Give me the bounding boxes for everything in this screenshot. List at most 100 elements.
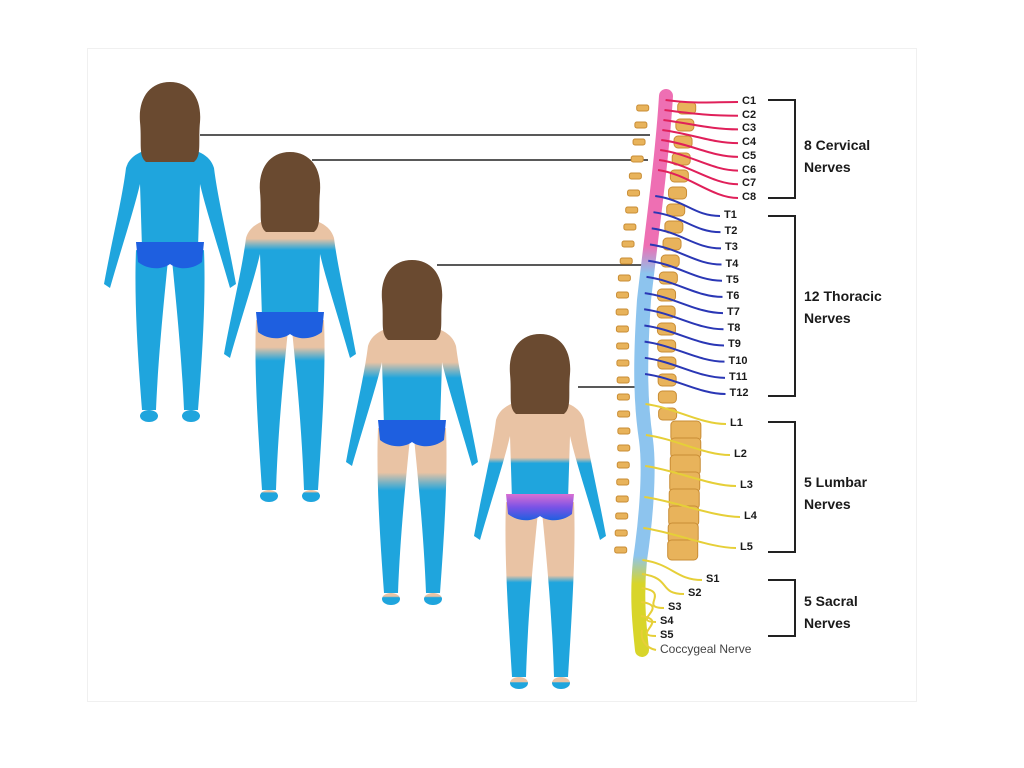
- nerve-label-l2: L2: [734, 448, 747, 460]
- spinous-process: [623, 223, 637, 231]
- group-label-thoracic: 12 Thoracic Nerves: [804, 285, 882, 329]
- nerve-root-t2: [653, 211, 721, 234]
- nerve-label-c2: C2: [742, 108, 757, 121]
- nerve-label-s4: S4: [660, 615, 674, 627]
- group-label-thoracic-line1: 12 Thoracic: [804, 288, 882, 304]
- spinous-process: [617, 274, 631, 282]
- spinous-process: [615, 495, 629, 503]
- spinous-process: [615, 325, 629, 333]
- vertebra: [657, 390, 677, 404]
- figure-lumbar-injury: [474, 334, 606, 689]
- nerve-root-c1: [665, 99, 739, 104]
- nerve-label-c5: C5: [742, 149, 757, 162]
- bracket-sacral: [768, 579, 796, 637]
- spinous-process: [614, 546, 628, 554]
- nerve-root-s5: [640, 615, 657, 637]
- injury-level-pointers: [200, 134, 650, 388]
- nerve-label-t10: T10: [728, 354, 748, 367]
- nerve-label-l4: L4: [744, 510, 757, 522]
- nerve-root-s1: [642, 559, 703, 581]
- nerve-label-s3: S3: [668, 601, 682, 613]
- nerve-root-t11: [644, 356, 726, 379]
- nerve-root-c7: [658, 159, 739, 186]
- figure-upper-thoracic-injury: [224, 152, 356, 502]
- nerve-label-c1: C1: [742, 95, 757, 107]
- vertebra: [667, 539, 699, 561]
- group-label-sacral-line1: 5 Sacral: [804, 593, 858, 609]
- nerve-root-c8: [657, 169, 739, 199]
- nerve-root-t3: [651, 227, 722, 250]
- nerve-label-c8: C8: [742, 191, 757, 203]
- nerve-root-t6: [646, 275, 723, 298]
- nerve-root-c3: [663, 119, 739, 131]
- nerve-root-t9: [644, 324, 725, 347]
- group-label-sacral-line2: Nerves: [804, 615, 851, 631]
- spinous-process: [632, 138, 646, 146]
- spinous-process: [619, 257, 633, 265]
- nerve-root-t4: [649, 243, 722, 266]
- nerve-label-c4: C4: [742, 136, 757, 149]
- nerve-root-l5: [643, 527, 737, 549]
- spinous-process: [616, 376, 630, 384]
- group-label-thoracic-line2: Nerves: [804, 310, 851, 326]
- nerve-label-t7: T7: [727, 306, 740, 319]
- spinous-process: [616, 342, 630, 350]
- spinous-process: [625, 206, 639, 214]
- nerve-label-l1: L1: [730, 417, 743, 429]
- nerve-label-t5: T5: [726, 273, 739, 286]
- nerve-root-s2: [641, 573, 685, 595]
- nerve-root-t5: [648, 259, 723, 282]
- nerve-label-t2: T2: [724, 225, 738, 238]
- diagram-frame: [87, 48, 917, 702]
- spinous-process: [615, 308, 629, 316]
- spinous-process: [634, 121, 648, 129]
- spinous-process: [636, 104, 650, 112]
- vertebra: [668, 186, 688, 200]
- nerve-label-s2: S2: [688, 587, 702, 599]
- nerve-root-s4: [641, 601, 657, 623]
- bracket-thoracic: [768, 215, 796, 397]
- nerve-root-t8: [643, 308, 724, 331]
- group-label-cervical-line2: Nerves: [804, 159, 851, 175]
- group-label-lumbar-line1: 5 Lumbar: [804, 474, 868, 490]
- nerve-label-t12: T12: [729, 387, 749, 399]
- nerve-root-l1: [645, 403, 727, 425]
- spinous-process: [616, 478, 630, 486]
- spinal-cord: [631, 89, 673, 657]
- group-label-cervical: 8 Cervical Nerves: [804, 134, 870, 178]
- nerve-root-c5: [661, 139, 739, 158]
- nerve-root-c6: [660, 149, 739, 172]
- nerve-root-t7: [644, 292, 724, 315]
- bracket-lumbar: [768, 421, 796, 553]
- nerve-label-t11: T11: [729, 370, 748, 383]
- group-label-lumbar-line2: Nerves: [804, 496, 851, 512]
- spinous-process: [616, 461, 630, 469]
- spinous-process: [621, 240, 635, 248]
- spine: [614, 89, 796, 657]
- spinous-process: [617, 444, 631, 452]
- spinous-process: [627, 189, 641, 197]
- nerve-root-l2: [645, 434, 731, 456]
- spinous-process: [614, 529, 628, 537]
- spinous-process: [616, 359, 630, 367]
- nerve-root-c2: [664, 109, 739, 117]
- group-label-sacral: 5 Sacral Nerves: [804, 590, 858, 634]
- spinous-process: [617, 410, 631, 418]
- nerve-label-l5: L5: [740, 541, 753, 553]
- nerve-label-t4: T4: [725, 257, 739, 270]
- nerve-label-c7: C7: [742, 177, 757, 190]
- nerve-label-c3: C3: [742, 122, 757, 135]
- nerve-label-l3: L3: [740, 479, 753, 491]
- nerve-root-l4: [644, 496, 741, 518]
- figure-cervical-injury: [104, 82, 236, 422]
- nerve-label-t8: T8: [727, 322, 741, 335]
- vertebra: [666, 203, 686, 217]
- spinous-process: [617, 427, 631, 435]
- nerve-root-l3: [645, 465, 737, 487]
- nerve-root-c4: [662, 129, 739, 145]
- figure-lower-thoracic-injury: [346, 260, 478, 605]
- spinous-process: [616, 291, 630, 299]
- coccygeal-nerve: [640, 629, 657, 651]
